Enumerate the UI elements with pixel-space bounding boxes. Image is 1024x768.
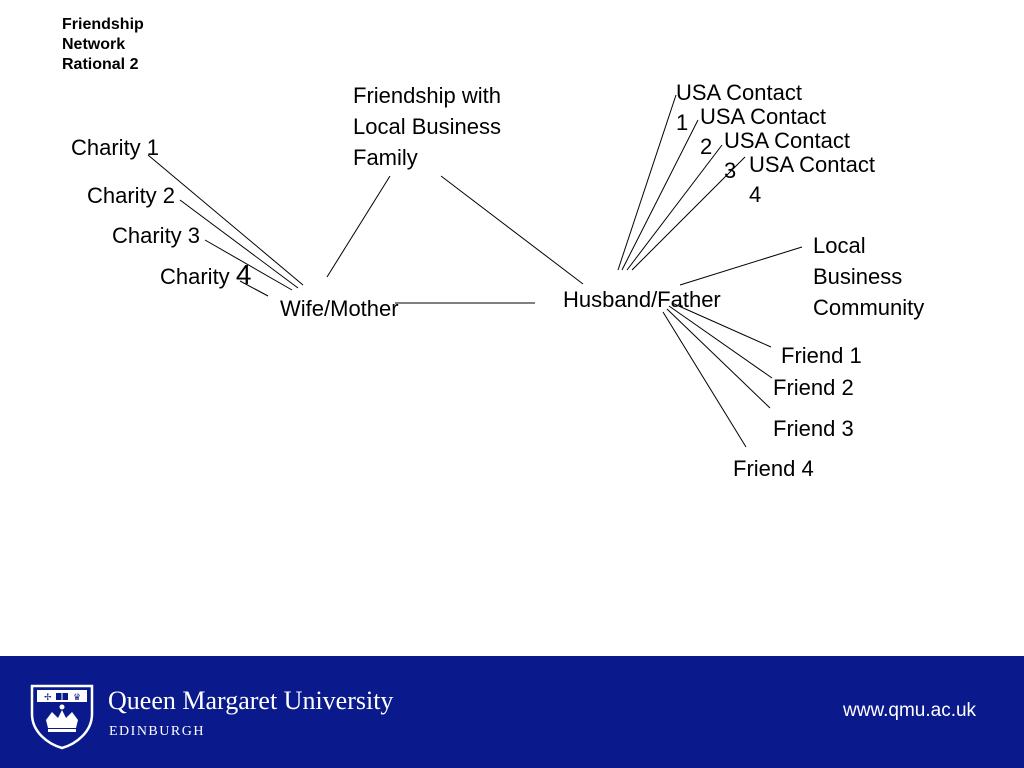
edge-husband-community: [679, 246, 803, 286]
node-friend-1: Friend 1: [781, 343, 862, 368]
node-usa-contact-2: USA Contact 2: [700, 104, 826, 159]
footer-bar: ✢ ♛ Queen Margaret University EDINBURGH …: [0, 656, 1024, 768]
edge-charity2-wife: [179, 199, 299, 289]
svg-text:✢: ✢: [44, 693, 52, 703]
edge-husband-usa1: [617, 94, 677, 271]
node-charity-4-number: 4: [235, 259, 252, 290]
node-usa-contact-1: USA Contact 1: [676, 80, 802, 135]
node-charity-4-prefix: Charity: [160, 264, 230, 289]
university-city: EDINBURGH: [109, 724, 205, 739]
edge-charity3-wife: [204, 239, 293, 291]
svg-text:♛: ♛: [73, 693, 81, 703]
edge-husband-friend3: [666, 308, 771, 409]
edge-wife-friendship: [326, 175, 391, 278]
node-wife-mother: Wife/Mother: [280, 296, 399, 321]
node-charity-4: Charity 4: [160, 261, 251, 289]
node-local-business-community: Local Business Community: [813, 233, 925, 320]
edge-husband-friend1: [671, 302, 772, 348]
edge-charity1-wife: [147, 154, 304, 286]
website-link[interactable]: www.qmu.ac.uk: [843, 700, 977, 721]
node-usa-contact-3: USA Contact 3: [724, 128, 850, 183]
edge-husband-friend4: [662, 311, 747, 448]
node-friend-3: Friend 3: [773, 416, 854, 441]
edge-charity4-wife: [239, 280, 269, 297]
node-usa-contact-4: USA Contact 4: [749, 152, 875, 207]
university-crest-icon: ✢ ♛: [30, 684, 94, 750]
edge-husband-usa4: [631, 156, 746, 271]
slide-title: Friendship Network Rational 2: [62, 16, 144, 73]
connector-lines: [147, 94, 803, 448]
edge-husband-usa2: [621, 119, 699, 271]
node-friend-4: Friend 4: [733, 456, 814, 481]
edge-husband-usa3: [626, 144, 723, 271]
edge-friendship-husband: [440, 175, 584, 285]
university-name: Queen Margaret University: [108, 686, 394, 715]
node-friendship-family: Friendship with Local Business Family: [353, 83, 501, 170]
edge-husband-friend2: [668, 305, 773, 379]
node-charity-3: Charity 3: [112, 223, 201, 248]
node-charity-1: Charity 1: [71, 135, 160, 160]
node-charity-2: Charity 2: [87, 183, 176, 208]
node-friend-2: Friend 2: [773, 375, 854, 400]
node-husband-father: Husband/Father: [563, 287, 721, 312]
